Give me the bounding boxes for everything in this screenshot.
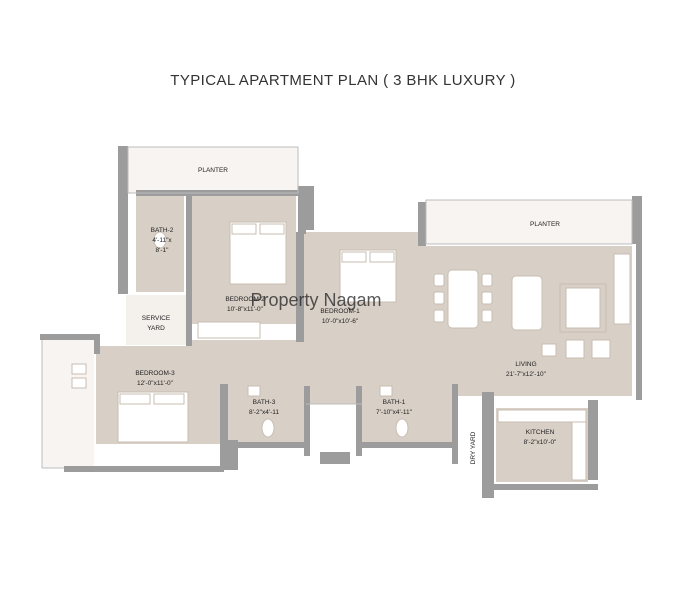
bath1-label: BATH-1 bbox=[383, 399, 406, 406]
planter-right-area bbox=[426, 200, 632, 244]
service-yard-label2: YARD bbox=[147, 325, 165, 332]
bedroom2-dim: 10'-8"x11'-0" bbox=[227, 306, 264, 313]
planter-right-label: PLANTER bbox=[530, 221, 560, 228]
bath2-label: BATH-2 bbox=[151, 227, 174, 234]
service-yard-label1: SERVICE bbox=[142, 315, 171, 322]
dry-yard-label: DRY YARD bbox=[470, 431, 477, 464]
bedroom1-label: BEDROOM-1 bbox=[320, 308, 360, 315]
sofa bbox=[511, 275, 543, 331]
kitchen-counter bbox=[497, 409, 587, 423]
corridor-area bbox=[126, 295, 192, 345]
plan-title: TYPICAL APARTMENT PLAN ( 3 BHK LUXURY ) bbox=[170, 72, 516, 89]
bath3-dim: 8'-2"x4'-11 bbox=[249, 409, 279, 416]
living-label: LIVING bbox=[515, 361, 536, 368]
planter-top-area bbox=[128, 147, 298, 193]
bedroom1-dim: 10'-0"x10'-6" bbox=[322, 318, 359, 325]
living-dim: 21'-7"x12'-10" bbox=[506, 371, 547, 378]
furniture bbox=[71, 221, 631, 481]
bath2-dim2: 8'-1" bbox=[156, 247, 170, 254]
toilet-bath3 bbox=[261, 418, 275, 438]
bedroom2-label: BEDROOM-2 bbox=[225, 296, 265, 303]
outline-lines bbox=[41, 146, 633, 469]
hall-floor bbox=[192, 340, 498, 388]
balcony-left-area bbox=[42, 338, 94, 468]
bedroom3-dim: 12'-0"x11'-0" bbox=[137, 380, 174, 387]
watermark: Property Nagam bbox=[250, 290, 381, 310]
bath2-dim1: 4'-11"x bbox=[152, 237, 172, 244]
passage-floor bbox=[306, 384, 362, 404]
toilet-bath1 bbox=[395, 418, 409, 438]
planter-top-label: PLANTER bbox=[198, 167, 228, 174]
dining-table bbox=[447, 269, 479, 329]
room-labels: PLANTER PLANTER BATH-2 4'-11"x 8'-1" BED… bbox=[135, 167, 560, 464]
bedroom3-label: BEDROOM-3 bbox=[135, 370, 175, 377]
kitchen-label: KITCHEN bbox=[526, 429, 555, 436]
coffee-table bbox=[565, 287, 601, 329]
kitchen-dim: 8'-2"x10'-0" bbox=[524, 439, 557, 446]
bath3-label: BATH-3 bbox=[253, 399, 276, 406]
bath1-dim: 7'-10"x4'-11" bbox=[376, 409, 413, 416]
